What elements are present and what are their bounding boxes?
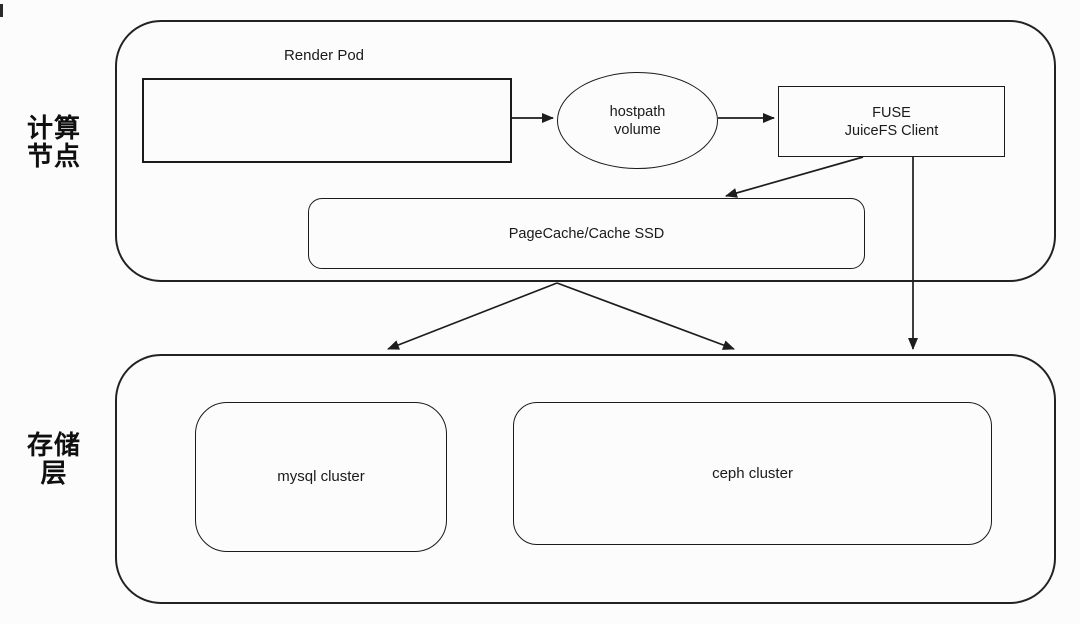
pagecache-label: PageCache/Cache SSD bbox=[508, 225, 665, 242]
hostpath-volume-node: hostpath volume bbox=[557, 72, 718, 169]
render-pod-box bbox=[142, 78, 512, 163]
arrow-pagecache-to-storage-right bbox=[556, 282, 735, 350]
hostpath-volume-label-line1: hostpath bbox=[609, 103, 666, 120]
storage-layer-label: 存储 层 bbox=[16, 431, 92, 487]
fuse-label-line2: JuiceFS Client bbox=[844, 122, 939, 139]
storage-layer-label-line1: 存储 bbox=[26, 430, 81, 460]
compute-layer-label-line2: 节点 bbox=[26, 141, 81, 171]
mysql-cluster-node: mysql cluster bbox=[195, 402, 447, 552]
edge-artifact bbox=[0, 4, 3, 17]
storage-layer-container bbox=[115, 354, 1056, 604]
fuse-label-line1: FUSE bbox=[872, 104, 911, 121]
ceph-cluster-node: ceph cluster bbox=[513, 402, 992, 545]
ceph-cluster-label: ceph cluster bbox=[712, 464, 793, 482]
compute-layer-label-line1: 计算 bbox=[26, 113, 81, 143]
compute-layer-label: 计算 节点 bbox=[16, 114, 92, 170]
fuse-juicefs-client-node: FUSE JuiceFS Client bbox=[778, 86, 1005, 157]
arrow-pagecache-to-storage-left bbox=[387, 282, 558, 350]
compute-layer-container bbox=[115, 20, 1056, 282]
mysql-cluster-label: mysql cluster bbox=[277, 468, 365, 485]
hostpath-volume-label-line2: volume bbox=[614, 121, 661, 138]
storage-layer-label-line2: 层 bbox=[40, 458, 68, 488]
pagecache-cache-ssd-node: PageCache/Cache SSD bbox=[308, 198, 865, 269]
render-pod-title: Render Pod bbox=[283, 47, 365, 64]
